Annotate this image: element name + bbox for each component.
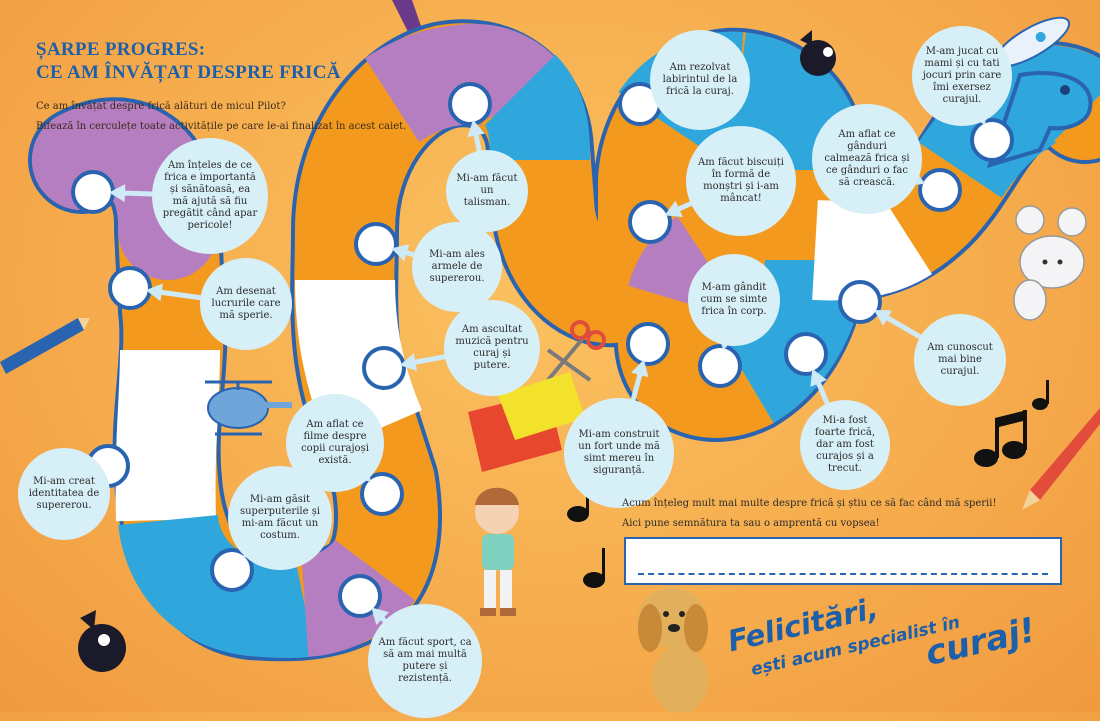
activity-checkbox[interactable]	[356, 224, 396, 264]
activity-bubble: Mi-am făcut un talisman.	[446, 150, 528, 232]
activity-checkbox[interactable]	[840, 282, 880, 322]
activity-checkbox[interactable]	[450, 84, 490, 124]
activity-bubble: Mi-am construit un fort unde mă simt mer…	[564, 398, 674, 508]
signature-instructions: Acum înțeleg mult mai multe despre frică…	[622, 494, 996, 534]
activity-checkbox[interactable]	[628, 324, 668, 364]
activity-bubble: Mi-a fost foarte frică, dar am fost cura…	[800, 400, 890, 490]
activity-bubble: M-am jucat cu mami și cu tati jocuri pri…	[912, 26, 1012, 126]
activity-checkbox[interactable]	[700, 346, 740, 386]
intro-line: Bifează în cerculețe toate activitățile …	[36, 117, 406, 137]
activity-bubble: M-am gândit cum se simte frica în corp.	[688, 254, 780, 346]
signature-prompt: Aici pune semnătura ta sau o amprentă cu…	[622, 514, 996, 534]
dog-icon	[638, 588, 708, 712]
activity-checkbox[interactable]	[364, 348, 404, 388]
activity-checkbox[interactable]	[920, 170, 960, 210]
intro-text: Ce am învățat despre frică alături de mi…	[36, 97, 406, 137]
mouse-icon	[1014, 206, 1086, 320]
boy-pilot-icon	[475, 488, 519, 616]
intro-line: Ce am învățat despre frică alături de mi…	[36, 97, 406, 117]
activity-bubble: Am făcut biscuiți în formă de monștri și…	[686, 126, 796, 236]
activity-bubble: Am ascultat muzică pentru curaj și puter…	[444, 300, 540, 396]
conclusion-line: Acum înțeleg mult mai multe despre frică…	[622, 494, 996, 514]
activity-bubble: Am aflat ce gânduri calmează frica și ce…	[812, 104, 922, 214]
pencil-blue-icon	[0, 318, 90, 374]
activity-bubble: Am făcut sport, ca să am mai multă puter…	[368, 604, 482, 718]
activity-checkbox[interactable]	[110, 268, 150, 308]
activity-bubble: Mi-am ales armele de supererou.	[412, 222, 502, 312]
activity-bubble: Am rezolvat labirintul de la frică la cu…	[650, 30, 750, 130]
activity-bubble: Am aflat ce filme despre copii curajoși …	[286, 394, 384, 492]
crow-icon	[800, 30, 836, 76]
activity-bubble: Am cunoscut mai bine curajul.	[914, 314, 1006, 406]
page-title: ȘARPE PROGRES: CE AM ÎNVĂȚAT DESPRE FRIC…	[36, 38, 341, 84]
activity-checkbox[interactable]	[630, 202, 670, 242]
activity-bubble: Mi-am creat identitatea de supererou.	[18, 448, 110, 540]
crow-icon	[78, 610, 126, 672]
pencil-red-icon	[1022, 408, 1100, 510]
activity-bubble: Am desenat lucrurile care mă sperie.	[200, 258, 292, 350]
activity-checkbox[interactable]	[972, 120, 1012, 160]
activity-checkbox[interactable]	[73, 172, 113, 212]
activity-bubble: Am înțeles de ce frica e importantă și s…	[152, 138, 268, 254]
activity-checkbox[interactable]	[786, 334, 826, 374]
